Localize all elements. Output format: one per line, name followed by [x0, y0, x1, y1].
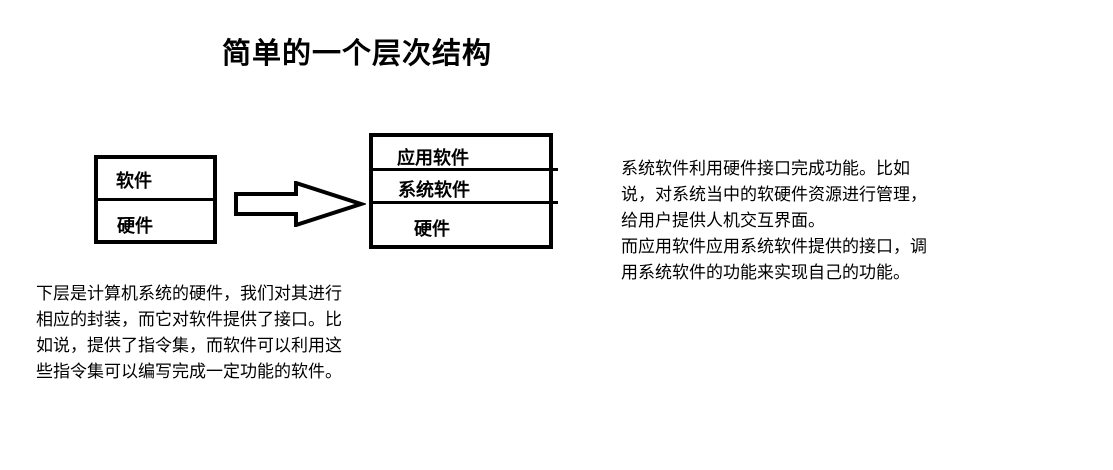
left-hardware-label: 硬件: [117, 216, 153, 237]
right-description-line: 说，对系统当中的软硬件资源进行管理，: [621, 185, 927, 205]
left-description: 下层是计算机系统的硬件，我们对其进行 相应的封装，而它对软件提供了接口。比 如说…: [36, 281, 342, 385]
right-stack-divider-2: [369, 201, 558, 204]
diagram-title: 简单的一个层次结构: [222, 36, 493, 70]
left-description-line: 下层是计算机系统的硬件，我们对其进行: [36, 284, 342, 304]
left-software-label: 软件: [116, 171, 152, 192]
left-description-line: 些指令集可以编写完成一定功能的软件。: [36, 362, 342, 382]
left-stack-divider: [94, 198, 217, 201]
application-software-label: 应用软件: [397, 148, 469, 169]
right-layer-stack: [369, 133, 553, 249]
right-description: 系统软件利用硬件接口完成功能。比如 说，对系统当中的软硬件资源进行管理， 给用户…: [621, 156, 927, 286]
system-software-label: 系统软件: [398, 180, 470, 201]
hardware-label: 硬件: [414, 219, 450, 240]
right-description-line: 而应用软件应用系统软件提供的接口，调: [621, 237, 927, 257]
right-description-line: 系统软件利用硬件接口完成功能。比如: [621, 159, 910, 179]
right-stack-divider-1: [369, 168, 558, 171]
right-description-line: 给用户提供人机交互界面。: [621, 211, 825, 231]
right-description-line: 用系统软件的功能来实现自己的功能。: [621, 263, 910, 283]
right-arrow-icon: [234, 181, 366, 227]
left-description-line: 相应的封装，而它对软件提供了接口。比: [36, 310, 342, 330]
left-description-line: 如说，提供了指令集，而软件可以利用这: [36, 336, 342, 356]
